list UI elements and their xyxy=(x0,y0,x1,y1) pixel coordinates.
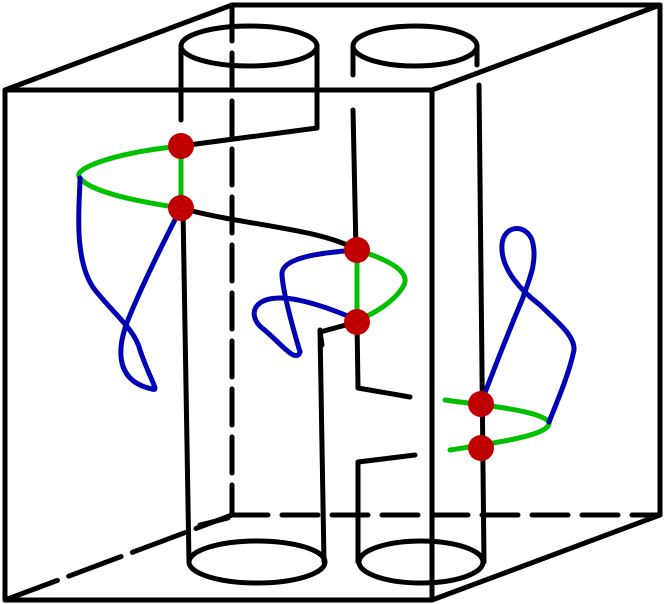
strand-right-lower-stub xyxy=(355,452,418,465)
strand-bottom-left-stub xyxy=(197,515,231,528)
right-cylinder-left-wall-mid xyxy=(350,107,359,253)
box-bottom-right-depth-edge xyxy=(429,512,663,603)
box-bottom-left-depth-edge-dashed xyxy=(2,512,235,603)
black-strands xyxy=(178,125,418,528)
box-front-face xyxy=(2,87,435,603)
red-marker-3 xyxy=(344,237,370,263)
blue-loop-left xyxy=(76,175,184,392)
red-marker-2 xyxy=(168,195,194,221)
green-arc-right xyxy=(442,397,552,453)
red-marker-6 xyxy=(468,435,494,461)
red-marker-4 xyxy=(344,309,370,335)
strand-top-connector xyxy=(178,125,320,149)
left-cylinder-bottom xyxy=(186,538,328,586)
green-arc-middle xyxy=(354,247,408,323)
right-cylinder-bottom xyxy=(356,538,486,586)
box-top-left-depth-edge xyxy=(2,2,235,93)
red-markers xyxy=(168,133,494,461)
strand-left-to-middle xyxy=(178,205,360,253)
right-cylinder-right-wall xyxy=(476,82,487,565)
box-top-right-depth-edge xyxy=(429,2,663,93)
blue-loops xyxy=(76,175,577,425)
cylinders xyxy=(178,23,487,586)
green-arc-left xyxy=(76,143,184,211)
blue-loop-middle xyxy=(251,247,360,359)
left-cylinder-left-wall xyxy=(180,207,192,565)
right-cylinder-top xyxy=(350,23,480,69)
left-cylinder-top xyxy=(178,23,320,69)
strand-right-upper-stub xyxy=(355,385,413,400)
left-cylinder-right-wall xyxy=(317,327,327,565)
red-marker-5 xyxy=(468,391,494,417)
red-marker-1 xyxy=(168,133,194,159)
blue-loop-right xyxy=(478,226,577,425)
